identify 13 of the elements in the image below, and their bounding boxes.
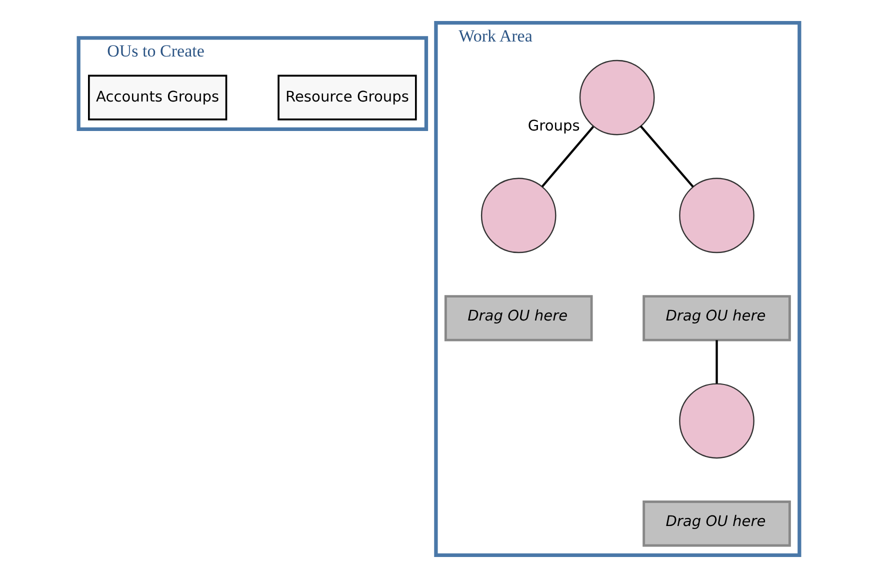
node-box: Drag OU here <box>444 295 593 342</box>
node-box: Drag OU here <box>642 295 791 342</box>
node-box: Drag OU here <box>642 500 791 547</box>
node-circle <box>679 178 754 254</box>
connector <box>640 125 694 188</box>
node-box: Resource Groups <box>278 74 417 120</box>
node-circle <box>579 60 655 136</box>
connector <box>541 126 594 188</box>
node-circle <box>679 383 754 459</box>
node-circle <box>480 178 556 254</box>
node-label: Groups <box>528 117 580 134</box>
node-box: Accounts Groups <box>88 74 228 120</box>
connector <box>716 340 718 384</box>
